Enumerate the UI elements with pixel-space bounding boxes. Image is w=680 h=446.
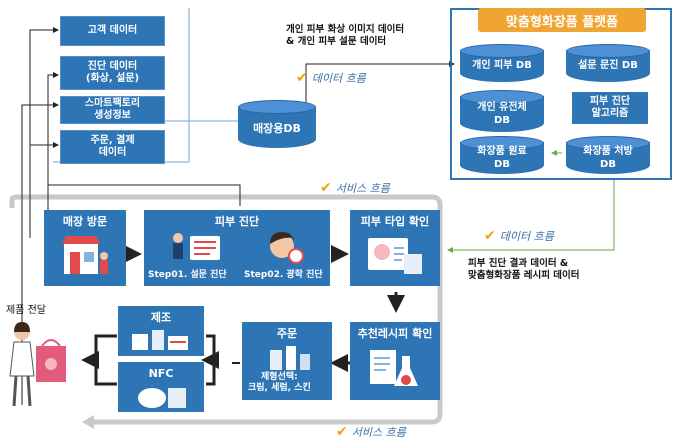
shopping-woman-icon: [9, 322, 66, 407]
db-personal-skin: 개인 피부 DB: [460, 44, 544, 82]
store-db-cylinder: 매장용DB: [238, 100, 316, 148]
survey-icon: [173, 233, 220, 260]
customer-data-box: 고객 데이터: [60, 16, 165, 46]
manufacturing-panel: 제조: [118, 306, 204, 356]
skin-diagnosis-title: 피부 진단: [214, 215, 260, 228]
face-scan-icon: [270, 232, 304, 264]
upload-data-label: 개인 피부 화상 이미지 데이터 & 개인 피부 설문 데이터: [286, 24, 405, 48]
service-flow-text: 서비스 흐름: [351, 426, 406, 439]
store-icon: [62, 236, 108, 274]
delivery-label: 제품 전달: [6, 305, 46, 316]
cosmetic-bottle-icon: [270, 346, 310, 370]
db-survey: 설문 문진 DB: [566, 44, 650, 82]
order-panel: 주문 제형선택: 크림, 세럼, 스킨: [242, 322, 332, 400]
store-db-label: 매장용DB: [253, 122, 301, 135]
nfc-title: NFC: [148, 367, 174, 380]
platform-title: 맞춤형화장품 플랫폼: [478, 8, 646, 32]
db-ingredients: 화장품 원료 DB: [460, 136, 544, 174]
check-icon: ✔: [320, 180, 332, 196]
data-flow-label-top: ✔ 데이터 흐름: [296, 70, 366, 86]
diagnosis-data-box: 진단 데이터 (화상, 설문): [60, 56, 165, 90]
skin-type-panel: 피부 타입 확인: [350, 210, 440, 286]
download-data-label: 피부 진단 결과 데이터 & 맞춤형화장품 레시피 데이터: [468, 258, 580, 282]
flask-icon: [370, 350, 418, 386]
step1-caption: Step01. 설문 진단: [148, 270, 227, 280]
store-visit-panel: 매장 방문: [44, 210, 126, 286]
smart-factory-box: 스마트팩토리 생성정보: [60, 96, 165, 124]
db-prescription-label: 화장품 처방 DB: [583, 146, 633, 170]
order-detail-caption: 제형선택: 크림, 세럼, 스킨: [248, 372, 311, 394]
order-data-box: 주문, 결제 데이터: [60, 130, 165, 164]
step2-caption: Step02. 광학 진단: [244, 270, 323, 280]
db-personal-skin-label: 개인 피부 DB: [472, 60, 532, 71]
db-genome: 개인 유전체 DB: [460, 90, 544, 132]
check-icon: ✔: [296, 70, 308, 86]
service-flow-label-top: ✔ 서비스 흐름: [320, 180, 390, 196]
nfc-tag-icon: [138, 388, 186, 408]
skin-algorithm-box: 피부 진단 알고리즘: [572, 92, 648, 124]
skin-analysis-icon: [368, 238, 422, 274]
db-survey-label: 설문 문진 DB: [578, 60, 638, 71]
db-ingredients-label: 화장품 원료 DB: [477, 146, 527, 170]
data-flow-label-right: ✔ 데이터 흐름: [484, 228, 554, 244]
check-icon: ✔: [484, 228, 496, 244]
recipe-panel: 추천레시피 확인: [350, 322, 440, 400]
order-title: 주문: [276, 327, 298, 340]
manufacturing-title: 제조: [150, 311, 172, 324]
skin-diagnosis-panel: 피부 진단 Step01. 설문 진단 Step02. 광학 진단: [144, 210, 330, 286]
data-flow-text: 데이터 흐름: [499, 230, 554, 243]
service-flow-text: 서비스 흐름: [335, 182, 390, 195]
data-flow-text: 데이터 흐름: [311, 72, 366, 85]
check-icon: ✔: [336, 424, 348, 440]
recipe-title: 추천레시피 확인: [357, 327, 433, 340]
nfc-panel: NFC: [118, 362, 204, 412]
db-genome-label: 개인 유전체 DB: [477, 102, 527, 126]
db-prescription: 화장품 처방 DB: [566, 136, 650, 174]
skin-type-title: 피부 타입 확인: [360, 215, 430, 228]
cosmetic-bottle-icon: [132, 330, 188, 350]
service-flow-label-bottom: ✔ 서비스 흐름: [336, 424, 406, 440]
store-visit-title: 매장 방문: [62, 215, 108, 228]
